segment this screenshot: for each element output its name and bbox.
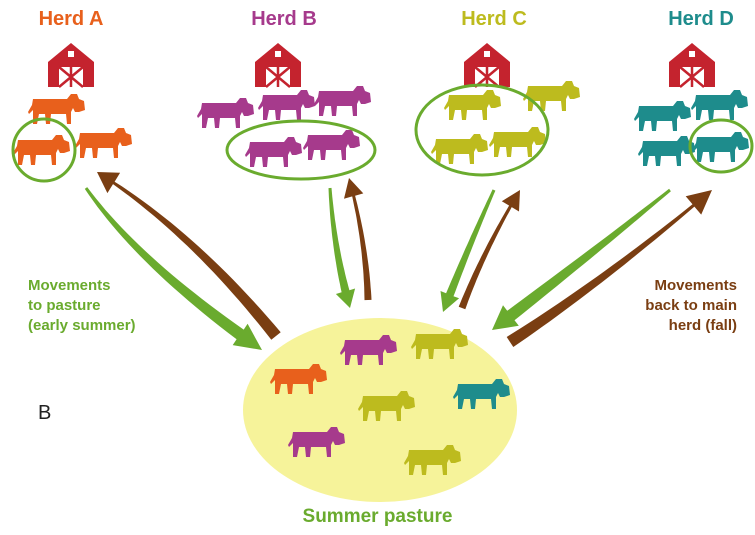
cow-icon bbox=[75, 128, 132, 158]
caption-to-pasture: Movements to pasture (early summer) bbox=[28, 276, 136, 336]
barns bbox=[48, 43, 715, 87]
barn-icon bbox=[255, 43, 301, 87]
cow-icon bbox=[13, 135, 70, 165]
cow-icon bbox=[197, 98, 254, 128]
caption-to-pasture-line-1: Movements bbox=[28, 276, 136, 296]
cow-icon bbox=[258, 90, 315, 120]
caption-back-line-1: Movements bbox=[645, 276, 737, 296]
herd-b-label: Herd B bbox=[224, 8, 344, 31]
barn-icon bbox=[48, 43, 94, 87]
cow-icon bbox=[314, 86, 371, 116]
caption-back-line-2: back to main bbox=[645, 296, 737, 316]
caption-to-pasture-line-2: to pasture bbox=[28, 296, 136, 316]
cow-icon bbox=[523, 81, 580, 111]
cow-icon bbox=[638, 136, 695, 166]
herd-d-label: Herd D bbox=[641, 8, 755, 31]
cow-icon bbox=[691, 90, 748, 120]
herd-c-label: Herd C bbox=[434, 8, 554, 31]
barn-icon bbox=[669, 43, 715, 87]
cow-icon bbox=[634, 101, 691, 131]
caption-back-to-herd: Movements back to main herd (fall) bbox=[645, 276, 737, 336]
caption-back-line-3: herd (fall) bbox=[645, 316, 737, 336]
arrow-to-pasture-herd-b bbox=[329, 188, 356, 308]
caption-to-pasture-line-3: (early summer) bbox=[28, 316, 136, 336]
summer-pasture-label: Summer pasture bbox=[0, 506, 755, 528]
cow-icon bbox=[444, 90, 501, 120]
cow-icon bbox=[431, 134, 488, 164]
herd-a-label: Herd A bbox=[11, 8, 131, 31]
cow-icon bbox=[245, 137, 302, 167]
barn-icon bbox=[464, 43, 510, 87]
panel-letter: B bbox=[38, 402, 51, 425]
arrow-back-herd-b bbox=[344, 178, 372, 300]
cow-icon bbox=[303, 130, 360, 160]
cow-icon bbox=[692, 132, 749, 162]
